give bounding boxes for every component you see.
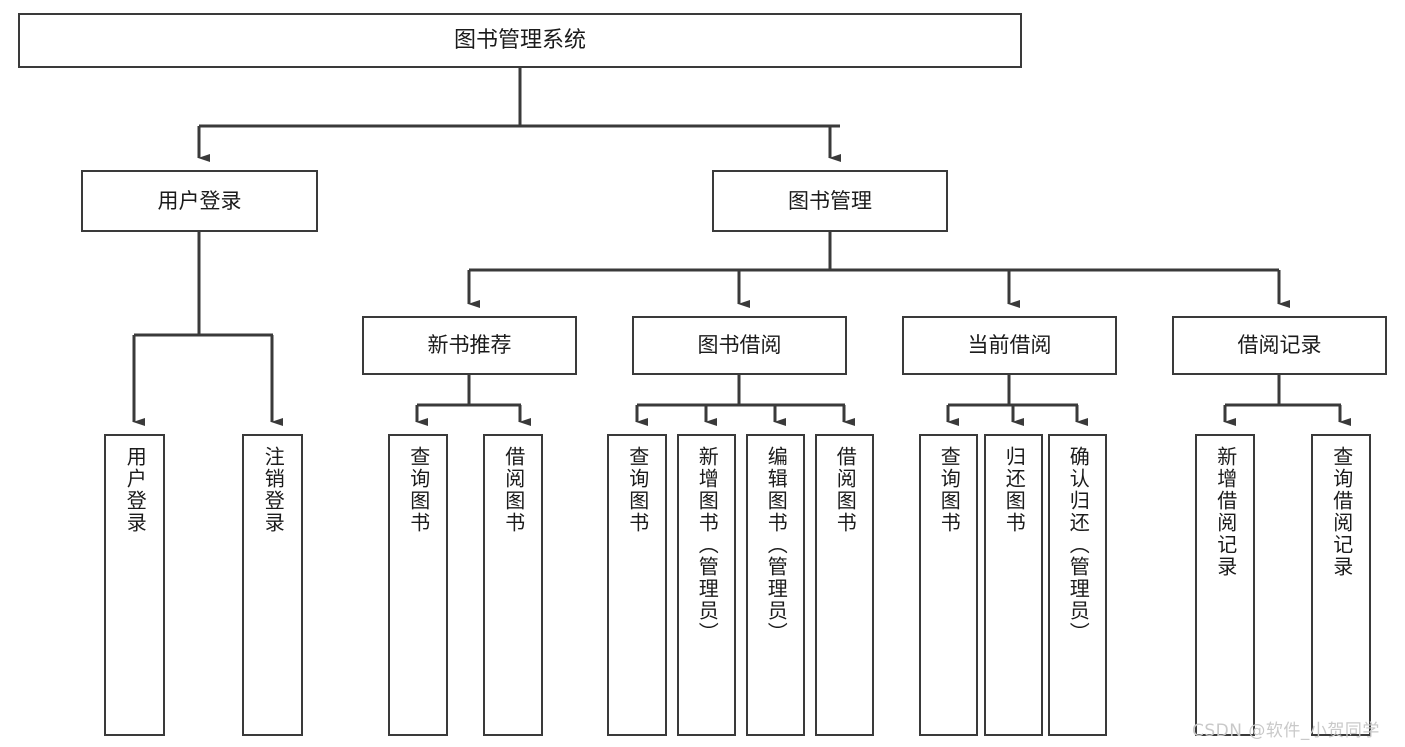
node-root-system[interactable]: 图书管理系统 bbox=[18, 13, 1022, 68]
node-label: 确认归还（管理员） bbox=[1066, 446, 1091, 644]
node-label: 查询图书 bbox=[937, 446, 962, 534]
node-label: 查询图书 bbox=[625, 446, 650, 534]
leaf-new-book-borrow[interactable]: 借阅图书 bbox=[483, 434, 543, 736]
node-label: 新增借阅记录 bbox=[1213, 446, 1238, 578]
node-book-management[interactable]: 图书管理 bbox=[712, 170, 948, 232]
node-borrow-record[interactable]: 借阅记录 bbox=[1172, 316, 1387, 375]
node-label: 归还图书 bbox=[1002, 446, 1027, 534]
node-label: 注销登录 bbox=[261, 446, 286, 534]
csdn-watermark: CSDN @软件_小贺同学 bbox=[1192, 721, 1380, 741]
node-current-borrow[interactable]: 当前借阅 bbox=[902, 316, 1117, 375]
leaf-current-query-book[interactable]: 查询图书 bbox=[919, 434, 978, 736]
node-label: 用户登录 bbox=[123, 446, 148, 534]
leaf-record-query[interactable]: 查询借阅记录 bbox=[1311, 434, 1371, 736]
node-label: 用户登录 bbox=[157, 188, 242, 213]
leaf-borrow-query-book[interactable]: 查询图书 bbox=[607, 434, 667, 736]
node-book-borrow[interactable]: 图书借阅 bbox=[632, 316, 847, 375]
leaf-current-return-book[interactable]: 归还图书 bbox=[984, 434, 1043, 736]
leaf-user-login-login[interactable]: 用户登录 bbox=[104, 434, 165, 736]
node-label: 新增图书（管理员） bbox=[695, 446, 720, 644]
node-label: 编辑图书（管理员） bbox=[764, 446, 789, 644]
leaf-new-book-query[interactable]: 查询图书 bbox=[388, 434, 448, 736]
node-label: 图书管理系统 bbox=[453, 27, 586, 53]
leaf-record-add[interactable]: 新增借阅记录 bbox=[1195, 434, 1255, 736]
node-new-book-recommend[interactable]: 新书推荐 bbox=[362, 316, 577, 375]
leaf-borrow-add-book-admin[interactable]: 新增图书（管理员） bbox=[677, 434, 736, 736]
leaf-borrow-edit-book-admin[interactable]: 编辑图书（管理员） bbox=[746, 434, 805, 736]
node-label: 借阅记录 bbox=[1237, 333, 1322, 358]
node-user-login[interactable]: 用户登录 bbox=[81, 170, 318, 232]
leaf-borrow-borrow-book[interactable]: 借阅图书 bbox=[815, 434, 874, 736]
node-label: 图书借阅 bbox=[697, 333, 782, 358]
node-label: 查询图书 bbox=[406, 446, 431, 534]
node-label: 当前借阅 bbox=[967, 333, 1052, 358]
node-label: 查询借阅记录 bbox=[1329, 446, 1354, 578]
node-label: 新书推荐 bbox=[427, 333, 512, 358]
node-label: 借阅图书 bbox=[833, 446, 858, 534]
leaf-user-login-logout[interactable]: 注销登录 bbox=[242, 434, 303, 736]
node-label: 借阅图书 bbox=[501, 446, 526, 534]
leaf-current-confirm-return-admin[interactable]: 确认归还（管理员） bbox=[1048, 434, 1107, 736]
node-label: 图书管理 bbox=[788, 188, 872, 213]
